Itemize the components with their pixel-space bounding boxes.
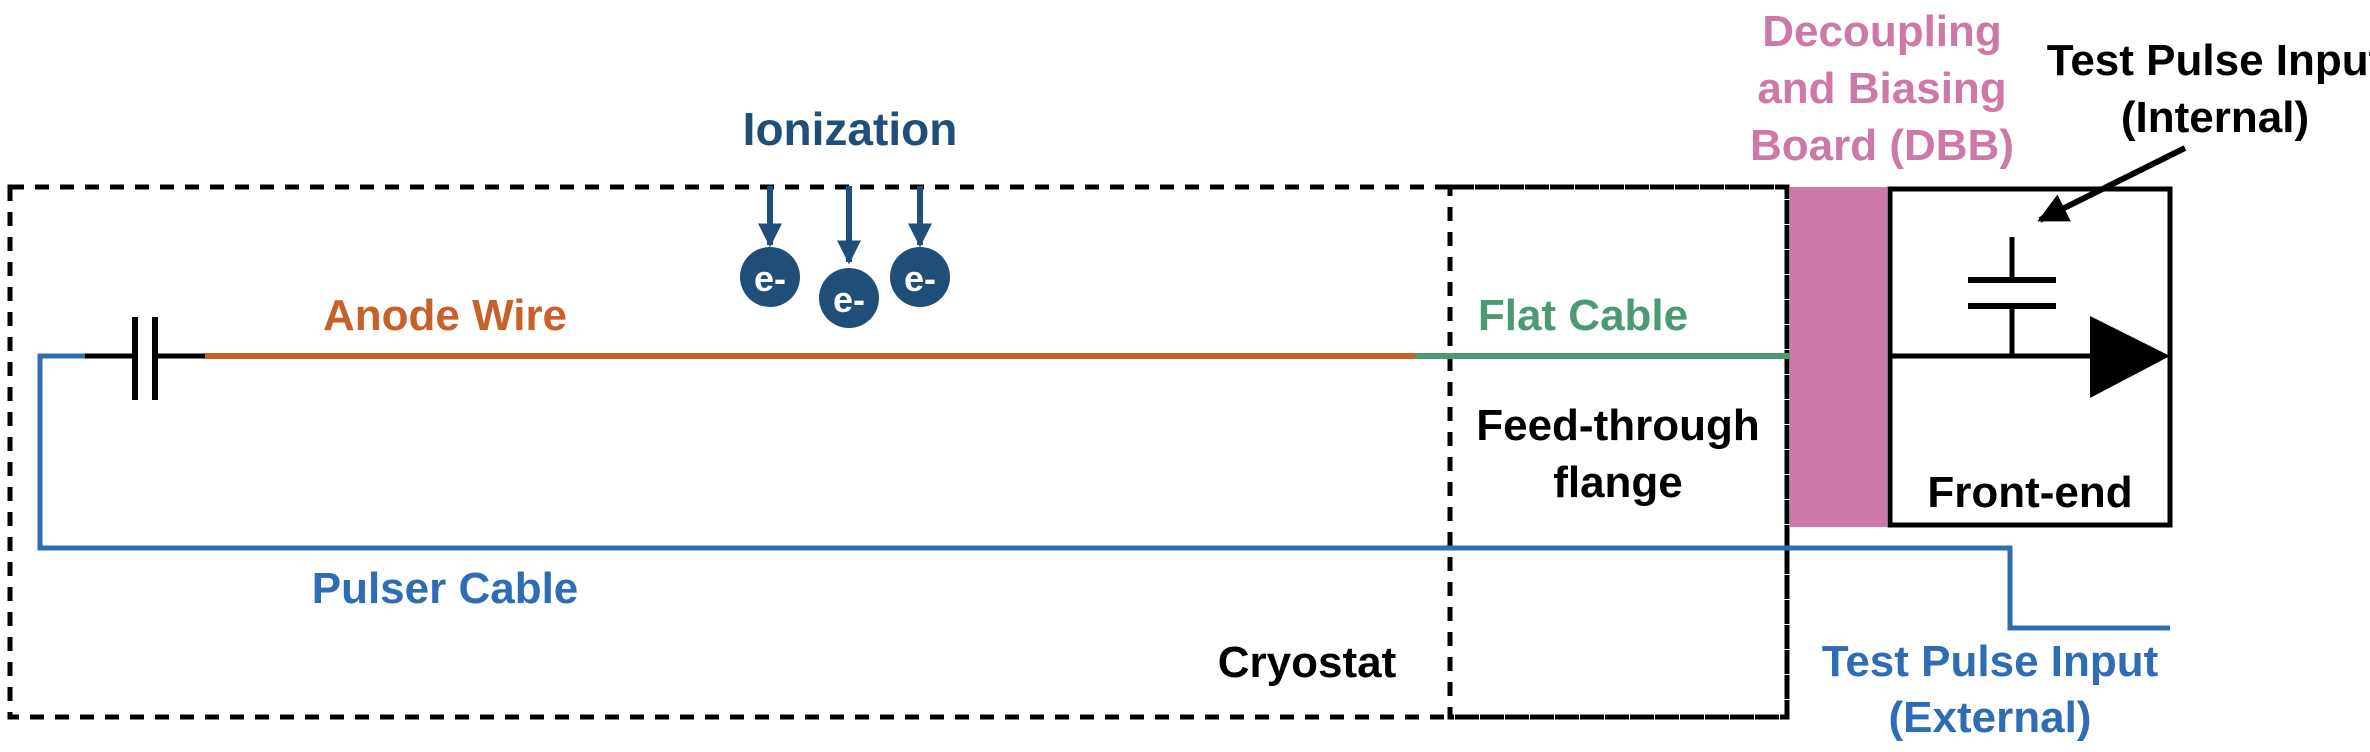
dbb-label-line2: and Biasing [1757,64,2006,113]
ionization-label: Ionization [743,103,958,155]
tp-internal-label-line1: Test Pulse Input [2047,36,2370,85]
cryostat-label: Cryostat [1218,638,1397,687]
dbb-label-line3: Board (DBB) [1750,121,2014,170]
tp-internal-label-line2: (Internal) [2121,93,2309,142]
feedthrough-flange-boundary [1447,184,1790,720]
dbb-label-line1: Decoupling [1762,7,2002,56]
amplifier-triangle [2090,316,2170,398]
tp-external-label-line2: (External) [1889,693,2092,742]
electron-icon: e- [890,247,950,307]
svg-text:e-: e- [904,258,936,299]
cryostat-boundary [7,184,1790,720]
pulser-cable-label: Pulser Cable [312,564,579,613]
svg-text:e-: e- [754,258,786,299]
electron-icon: e- [819,268,879,328]
svg-text:e-: e- [833,279,865,320]
tp-external-label-line1: Test Pulse Input [1822,637,2159,686]
pulser-cable [37,353,2170,631]
tp-internal-arrow [2037,145,2187,223]
flat-cable-label: Flat Cable [1478,291,1688,340]
feedthrough-label-line1: Feed-through [1476,401,1760,450]
dbb-board [1790,187,1887,527]
feedthrough-label-line2: flange [1553,458,1683,507]
anode-wire-label: Anode Wire [323,291,567,340]
front-end-label: Front-end [1927,468,2132,517]
electron-icon: e- [740,247,800,307]
